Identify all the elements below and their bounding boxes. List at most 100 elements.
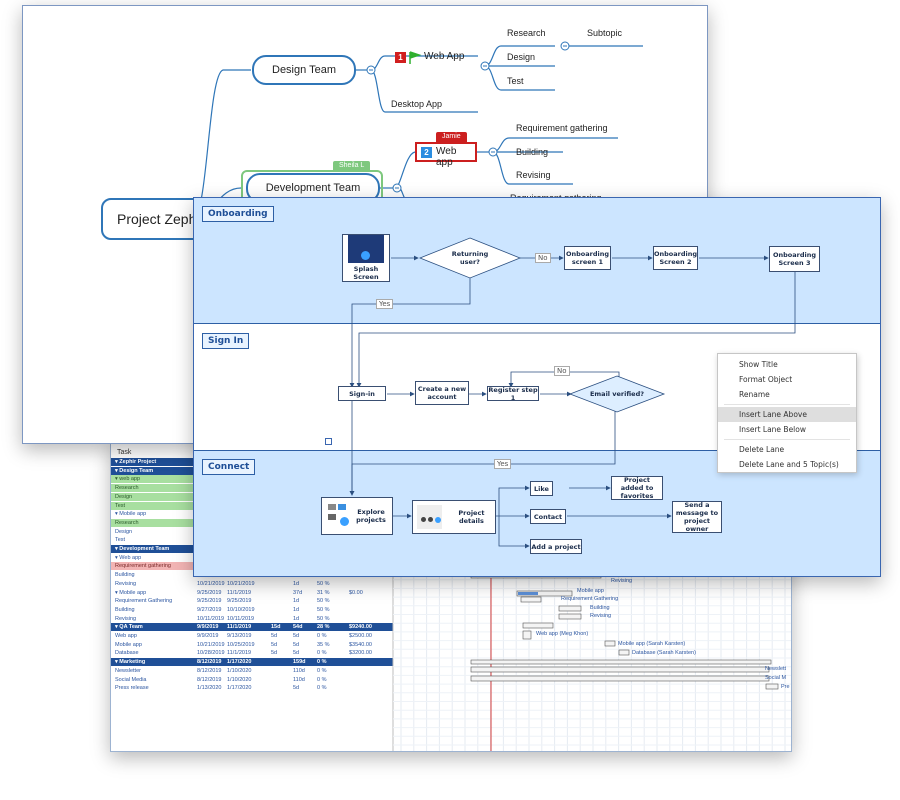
gantt-bar <box>470 666 770 673</box>
gantt-cell-done: 50 % <box>317 615 330 622</box>
gantt-cell-task: Building <box>115 572 135 579</box>
design-team-label: Design Team <box>272 64 336 76</box>
gantt-cell-done: 35 % <box>317 641 330 648</box>
lane-title-onboarding[interactable]: Onboarding <box>202 206 274 222</box>
gantt-cell-task: ▾ Mobile app <box>115 511 147 518</box>
menu-item-insert-lane-above[interactable]: Insert Lane Above <box>718 407 856 422</box>
lane-onboarding[interactable] <box>194 198 880 324</box>
app-logo-icon <box>361 251 370 260</box>
gantt-cell-task: Test <box>115 502 126 509</box>
gantt-cell-done: 0 % <box>317 676 327 683</box>
root-topic-label: Project Zephir <box>117 211 205 227</box>
desktop-app-topic[interactable]: Desktop App <box>391 99 443 109</box>
gantt-cell-dur: 5d <box>293 650 300 657</box>
add-project-node[interactable]: Add a project <box>530 539 582 554</box>
menu-item-show-title[interactable]: Show Title <box>739 360 778 369</box>
research-topic[interactable]: Research <box>507 28 546 38</box>
lane-title-sign-in[interactable]: Sign In <box>202 333 250 349</box>
menu-item-insert-lane-below[interactable]: Insert Lane Below <box>739 425 806 434</box>
gantt-cell-task: Requirement Gathering <box>115 598 173 605</box>
gantt-bar <box>470 659 772 665</box>
returning-user-diamond[interactable] <box>418 237 522 279</box>
gantt-bar <box>522 622 554 629</box>
gantt-cell-task: Revising <box>115 580 137 587</box>
menu-item-delete-lane-topics[interactable]: Delete Lane and 5 Topic(s) <box>739 460 839 469</box>
menu-item-delete-lane[interactable]: Delete Lane <box>739 445 785 454</box>
onboarding-screen-2-node[interactable]: Onboarding Screen 2 <box>653 246 698 270</box>
gantt-progress-fill <box>518 592 538 595</box>
subtopic-topic[interactable]: Subtopic <box>587 28 623 38</box>
gantt-cell-task: ▾ QA Team <box>115 624 143 631</box>
gantt-bar <box>516 590 573 597</box>
edge-label-yes: Yes <box>376 299 394 309</box>
gantt-cell-done: 50 % <box>317 606 330 613</box>
explore-projects-node[interactable]: Explore projects <box>321 497 393 535</box>
web-app-design-topic[interactable]: Web App <box>424 51 465 62</box>
gantt-cell-end: 10/21/2019 <box>227 580 255 587</box>
gantt-cell-task: ▾ Web app <box>115 554 142 561</box>
gantt-cell-start: 10/28/2019 <box>197 650 225 657</box>
gantt-cell-end: 1/17/2020 <box>227 659 252 666</box>
menu-item-format-object[interactable]: Format Object <box>739 375 793 384</box>
gantt-cell-task: ▾ Marketing <box>115 659 146 666</box>
onboarding-screen-1-node[interactable]: Onboarding screen 1 <box>564 246 611 270</box>
menu-item-rename[interactable]: Rename <box>739 390 770 399</box>
building-topic[interactable]: Building <box>516 147 549 157</box>
sign-in-node[interactable]: Sign-in <box>338 386 386 401</box>
design-topic[interactable]: Design <box>507 52 536 62</box>
design-team-topic[interactable]: Design Team <box>252 55 356 85</box>
gantt-cell-task: Design <box>115 493 133 500</box>
edge-label-no: No <box>554 366 570 376</box>
gantt-cell-start: 8/12/2019 <box>197 659 222 666</box>
gantt-bar-label: Requirement Gathering <box>561 596 619 602</box>
priority-1-badge: 1 <box>395 52 406 63</box>
test-topic[interactable]: Test <box>507 76 524 86</box>
gantt-cell-start: 8/12/2019 <box>197 676 222 683</box>
gantt-cell-task: ▾ Mobile app <box>115 589 147 596</box>
lane-title-connect[interactable]: Connect <box>202 459 256 475</box>
gantt-bar <box>765 683 779 690</box>
details-thumbnail-icon <box>417 505 442 529</box>
gantt-bar <box>520 596 542 603</box>
explore-label: Explore projects <box>356 508 386 524</box>
gantt-cell-end: 11/1/2019 <box>227 650 252 657</box>
create-account-node[interactable]: Create a new account <box>415 381 469 405</box>
gantt-cell-start: 9/9/2019 <box>197 624 219 631</box>
project-added-node[interactable]: Project added to favorites <box>611 476 663 500</box>
register-step-node[interactable]: Register step 1 <box>487 385 539 402</box>
selection-handle-icon[interactable] <box>325 438 332 445</box>
gantt-cell-start: 9/27/2019 <box>197 606 222 613</box>
onboarding-screen-3-node[interactable]: Onboarding Screen 3 <box>769 246 820 272</box>
web-app-dev-topic[interactable]: 2 Web app <box>415 142 477 168</box>
gantt-cell-done: 0 % <box>317 633 327 639</box>
jamie-tag: Jamie <box>436 132 467 142</box>
gantt-cell-cost: $3540.00 <box>349 641 372 648</box>
returning-user-label: Returning user? <box>451 250 489 266</box>
email-verified-diamond[interactable] <box>568 375 666 413</box>
gantt-bar-label: Social M <box>765 675 787 681</box>
project-details-node[interactable]: Project details <box>412 500 496 534</box>
edge-label-no: No <box>535 253 551 263</box>
gantt-cell-task: ▾ Development Team <box>115 546 170 552</box>
revising-topic[interactable]: Revising <box>516 170 551 180</box>
like-node[interactable]: Like <box>530 481 553 496</box>
gantt-cell-end: 11/1/2019 <box>227 624 252 631</box>
requirement-gathering-topic[interactable]: Requirement gathering <box>516 123 608 133</box>
gantt-cell-done: 0 % <box>317 650 327 657</box>
splash-screen-node[interactable]: Splash Screen <box>342 234 390 282</box>
send-message-node[interactable]: Send a message to project owner <box>672 501 722 533</box>
contact-node[interactable]: Contact <box>530 509 566 524</box>
